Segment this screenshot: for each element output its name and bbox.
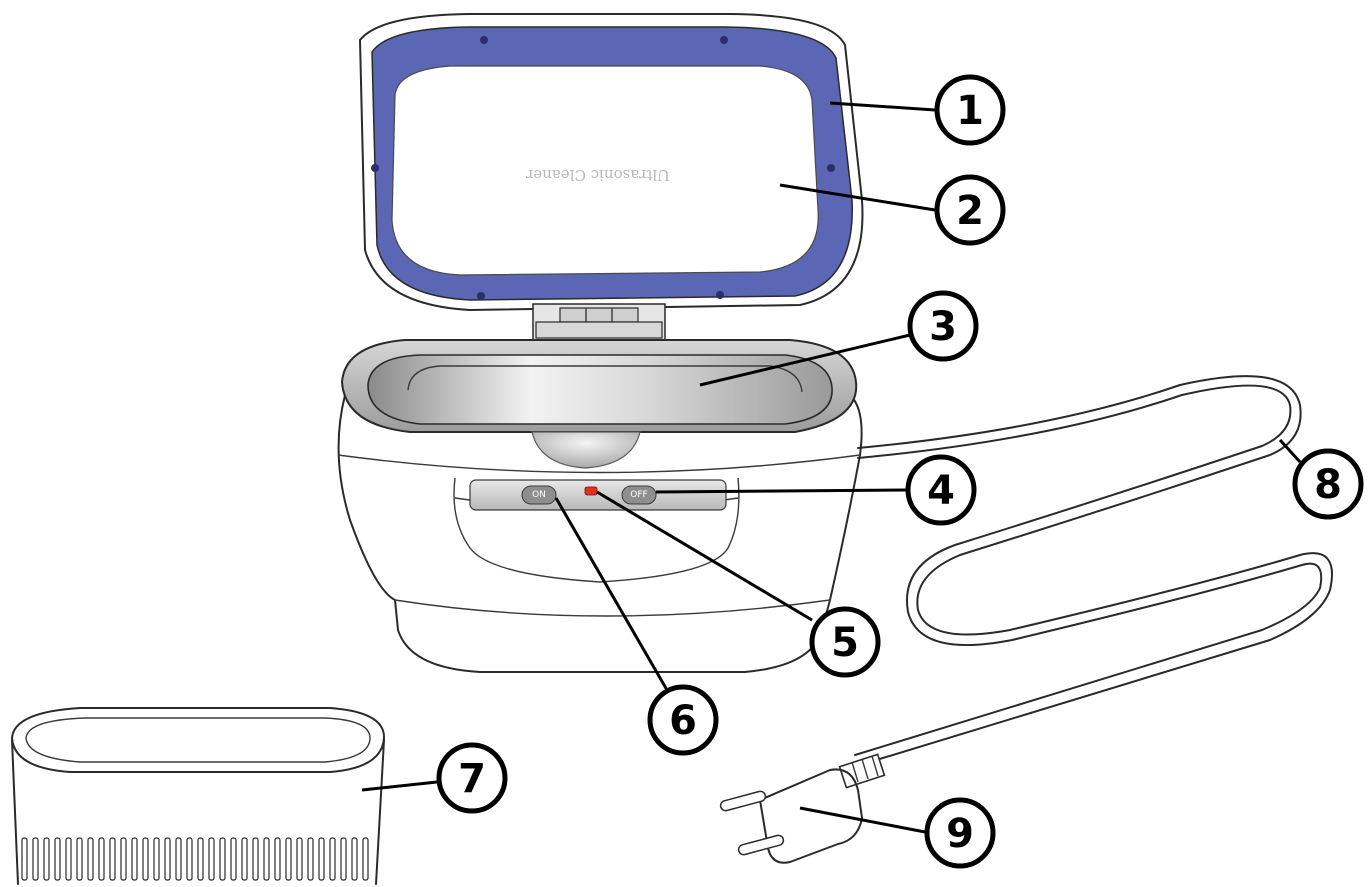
tank-assembly xyxy=(340,339,858,469)
basket-slot xyxy=(208,837,215,881)
basket-slot xyxy=(43,837,50,881)
basket-slot xyxy=(263,837,270,881)
basket-slot xyxy=(362,837,369,881)
callout-6: 6 xyxy=(647,684,719,756)
callout-8: 8 xyxy=(1292,448,1364,520)
basket-slot xyxy=(252,837,259,881)
off-button[interactable] xyxy=(621,485,657,505)
basket-slot xyxy=(186,837,193,881)
basket-slot xyxy=(230,837,237,881)
control-panel: ON OFF xyxy=(469,479,727,511)
leader-line-8 xyxy=(1278,438,1302,464)
basket-slot xyxy=(131,837,138,881)
stainless-tank xyxy=(367,354,833,425)
basket-slot xyxy=(98,837,105,881)
lid-window xyxy=(391,65,819,276)
lid-window-text: Ultrasonic Cleaner xyxy=(525,166,670,184)
lid-screw xyxy=(720,36,728,44)
basket-slot xyxy=(197,837,204,881)
leader-line-9 xyxy=(799,806,926,834)
transducer-dome xyxy=(531,431,641,469)
callout-lines xyxy=(361,101,1302,834)
lid-screw xyxy=(827,164,835,172)
basket-slot xyxy=(54,837,61,881)
leader-line-5 xyxy=(596,490,813,622)
basket-slot xyxy=(142,837,149,881)
callout-7: 7 xyxy=(436,742,508,814)
on-button[interactable] xyxy=(521,485,557,505)
basket-slot xyxy=(307,837,314,881)
svg-text:9: 9 xyxy=(946,811,974,857)
leader-line-6 xyxy=(554,497,669,691)
basket-slot xyxy=(164,837,171,881)
basket-slot xyxy=(318,837,325,881)
svg-text:6: 6 xyxy=(669,698,697,744)
svg-text:1: 1 xyxy=(956,88,984,134)
basket-slot xyxy=(241,837,248,881)
lid-screw xyxy=(477,292,485,300)
basket-slot xyxy=(340,837,347,881)
basket-slot xyxy=(296,837,303,881)
leader-line-4 xyxy=(655,488,909,494)
basket-slot xyxy=(21,837,28,881)
lid-screw xyxy=(371,164,379,172)
basket-slot xyxy=(219,837,226,881)
off-button-label: OFF xyxy=(630,490,647,500)
basket-slot xyxy=(351,837,358,881)
lid-screw xyxy=(716,291,724,299)
svg-text:8: 8 xyxy=(1314,462,1342,508)
leader-line-7 xyxy=(361,780,438,792)
callout-3: 3 xyxy=(907,290,979,362)
on-button-label: ON xyxy=(532,490,546,500)
callout-1: 1 xyxy=(934,74,1006,146)
svg-text:7: 7 xyxy=(458,756,486,802)
power-cord xyxy=(854,375,1333,766)
basket-slot xyxy=(32,837,39,881)
svg-text:4: 4 xyxy=(927,468,955,514)
leader-line-1 xyxy=(829,101,936,112)
leader-line-3 xyxy=(699,333,911,387)
leader-line-2 xyxy=(779,183,936,212)
basket-slot xyxy=(175,837,182,881)
basket-slot xyxy=(76,837,83,881)
callout-9: 9 xyxy=(924,797,996,869)
plug xyxy=(719,753,886,864)
basket-slot xyxy=(109,837,116,881)
callout-2: 2 xyxy=(934,174,1006,246)
svg-text:5: 5 xyxy=(831,620,859,666)
callout-4: 4 xyxy=(905,454,977,526)
front-recess xyxy=(453,477,740,583)
basket-slot xyxy=(285,837,292,881)
power-indicator xyxy=(584,486,598,496)
basket-slots xyxy=(21,837,369,881)
callout-5: 5 xyxy=(809,606,881,678)
basket-slot xyxy=(120,837,127,881)
basket-slot xyxy=(87,837,94,881)
basket-slot xyxy=(153,837,160,881)
lid: Ultrasonic Cleaner xyxy=(359,13,864,311)
basket-slot xyxy=(65,837,72,881)
lid-screw xyxy=(480,36,488,44)
svg-text:2: 2 xyxy=(956,188,984,234)
hinge xyxy=(532,303,666,341)
basket-slot xyxy=(274,837,281,881)
svg-text:3: 3 xyxy=(929,304,957,350)
basket-slot xyxy=(329,837,336,881)
cleaning-basket xyxy=(11,707,386,885)
